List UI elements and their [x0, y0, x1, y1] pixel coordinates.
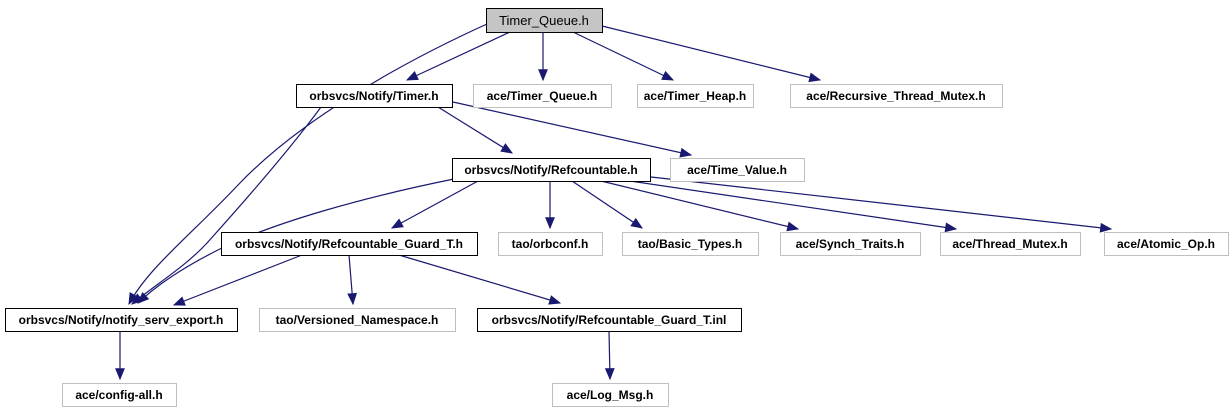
node-ace-time-value-h[interactable]: ace/Time_Value.h — [670, 158, 805, 182]
node-box[interactable] — [296, 84, 453, 108]
node-box[interactable] — [670, 158, 805, 182]
node-label: Timer_Queue.h — [499, 13, 589, 28]
node-box[interactable] — [221, 232, 478, 256]
node-ace-timer-queue-h[interactable]: ace/Timer_Queue.h — [473, 84, 612, 108]
edge-group — [115, 23, 1113, 381]
node-label: ace/Timer_Queue.h — [487, 89, 598, 103]
edge-timer-queue-h-to-notify-serv-export-h — [128, 23, 488, 306]
node-label: tao/Versioned_Namespace.h — [276, 313, 439, 327]
node-timer-queue-h: Timer_Queue.h — [486, 8, 603, 33]
node-label: orbsvcs/Notify/Refcountable.h — [464, 163, 637, 177]
node-box[interactable] — [790, 84, 1003, 108]
node-ace-thread-mutex-h[interactable]: ace/Thread_Mutex.h — [940, 232, 1081, 256]
edge-notify-refcountable-h-to-ace-thread-mutex-h — [629, 180, 958, 233]
node-notify-refcountable-h[interactable]: orbsvcs/Notify/Refcountable.h — [452, 158, 651, 182]
node-label: tao/Basic_Types.h — [638, 237, 742, 251]
node-box[interactable] — [62, 383, 177, 407]
node-box[interactable] — [622, 232, 759, 256]
node-box[interactable] — [780, 232, 921, 256]
node-label: ace/Atomic_Op.h — [1117, 237, 1215, 251]
node-label: ace/Recursive_Thread_Mutex.h — [806, 89, 985, 103]
node-box[interactable] — [259, 308, 456, 332]
node-notify-serv-export-h[interactable]: orbsvcs/Notify/notify_serv_export.h — [5, 308, 238, 332]
node-ace-log-msg-h[interactable]: ace/Log_Msg.h — [552, 383, 669, 407]
node-box[interactable] — [552, 383, 669, 407]
node-label: ace/config-all.h — [75, 388, 162, 402]
node-box[interactable] — [637, 84, 754, 108]
node-ace-config-all-h[interactable]: ace/config-all.h — [62, 383, 177, 407]
edge-notify-refcountable-guard-t-h-to-tao-versioned-namespace-h — [347, 254, 358, 306]
node-group: Timer_Queue.h orbsvcs/Notify/Timer.h ace… — [5, 8, 1229, 407]
node-tao-basic-types-h[interactable]: tao/Basic_Types.h — [622, 232, 759, 256]
node-label: orbsvcs/Notify/Timer.h — [309, 89, 438, 103]
edge-notify-refcountable-h-to-tao-basic-types-h — [571, 180, 643, 229]
node-label: ace/Log_Msg.h — [567, 388, 654, 402]
node-label: orbsvcs/Notify/notify_serv_export.h — [19, 313, 224, 327]
node-box[interactable] — [473, 84, 612, 108]
node-label: orbsvcs/Notify/Refcountable_Guard_T.h — [235, 237, 463, 251]
node-ace-atomic-op-h[interactable]: ace/Atomic_Op.h — [1104, 232, 1229, 256]
edge-notify-refcountable-guard-t-h-to-notify-serv-export-h — [172, 254, 303, 306]
node-notify-timer-h[interactable]: orbsvcs/Notify/Timer.h — [296, 84, 453, 108]
node-box — [486, 8, 603, 33]
node-box[interactable] — [940, 232, 1081, 256]
node-box[interactable] — [498, 232, 603, 256]
node-ace-synch-traits-h[interactable]: ace/Synch_Traits.h — [780, 232, 921, 256]
edge-notify-timer-h-to-ace-time-value-h — [452, 101, 693, 158]
edge-notify-refcountable-h-to-notify-refcountable-guard-t-h — [390, 180, 479, 229]
edge-notify-refcountable-h-to-ace-atomic-op-h — [650, 176, 1113, 233]
node-box[interactable] — [5, 308, 238, 332]
edge-notify-timer-h-to-notify-refcountable-h — [437, 106, 514, 154]
edge-notify-refcountable-guard-t-inl-to-ace-log-msg-h — [604, 330, 615, 381]
node-notify-refcountable-guard-t-h[interactable]: orbsvcs/Notify/Refcountable_Guard_T.h — [221, 232, 478, 256]
node-notify-refcountable-guard-t-inl[interactable]: orbsvcs/Notify/Refcountable_Guard_T.inl — [477, 308, 742, 332]
node-label: ace/Thread_Mutex.h — [952, 237, 1067, 251]
node-label: ace/Time_Value.h — [687, 163, 787, 177]
edge-timer-queue-h-to-notify-timer-h — [405, 31, 511, 81]
node-label: ace/Synch_Traits.h — [796, 237, 905, 251]
edge-notify-timer-h-to-notify-serv-export-h — [131, 106, 322, 305]
node-label: ace/Timer_Heap.h — [644, 89, 747, 103]
node-box[interactable] — [452, 158, 651, 182]
node-tao-versioned-namespace-h[interactable]: tao/Versioned_Namespace.h — [259, 308, 456, 332]
node-tao-orbconf-h[interactable]: tao/orbconf.h — [498, 232, 603, 256]
node-ace-recursive-thread-mutex-h[interactable]: ace/Recursive_Thread_Mutex.h — [790, 84, 1003, 108]
edge-notify-refcountable-h-to-ace-synch-traits-h — [600, 180, 800, 232]
node-box[interactable] — [1104, 232, 1229, 256]
edge-timer-queue-h-to-ace-timer-heap-h — [572, 31, 675, 81]
edge-notify-refcountable-guard-t-h-to-notify-refcountable-guard-t-inl — [398, 254, 562, 305]
node-label: orbsvcs/Notify/Refcountable_Guard_T.inl — [492, 313, 727, 327]
node-label: tao/orbconf.h — [512, 237, 589, 251]
node-box[interactable] — [477, 308, 742, 332]
edge-timer-queue-h-to-ace-recursive-thread-mutex-h — [601, 25, 822, 83]
node-ace-timer-heap-h[interactable]: ace/Timer_Heap.h — [637, 84, 754, 108]
